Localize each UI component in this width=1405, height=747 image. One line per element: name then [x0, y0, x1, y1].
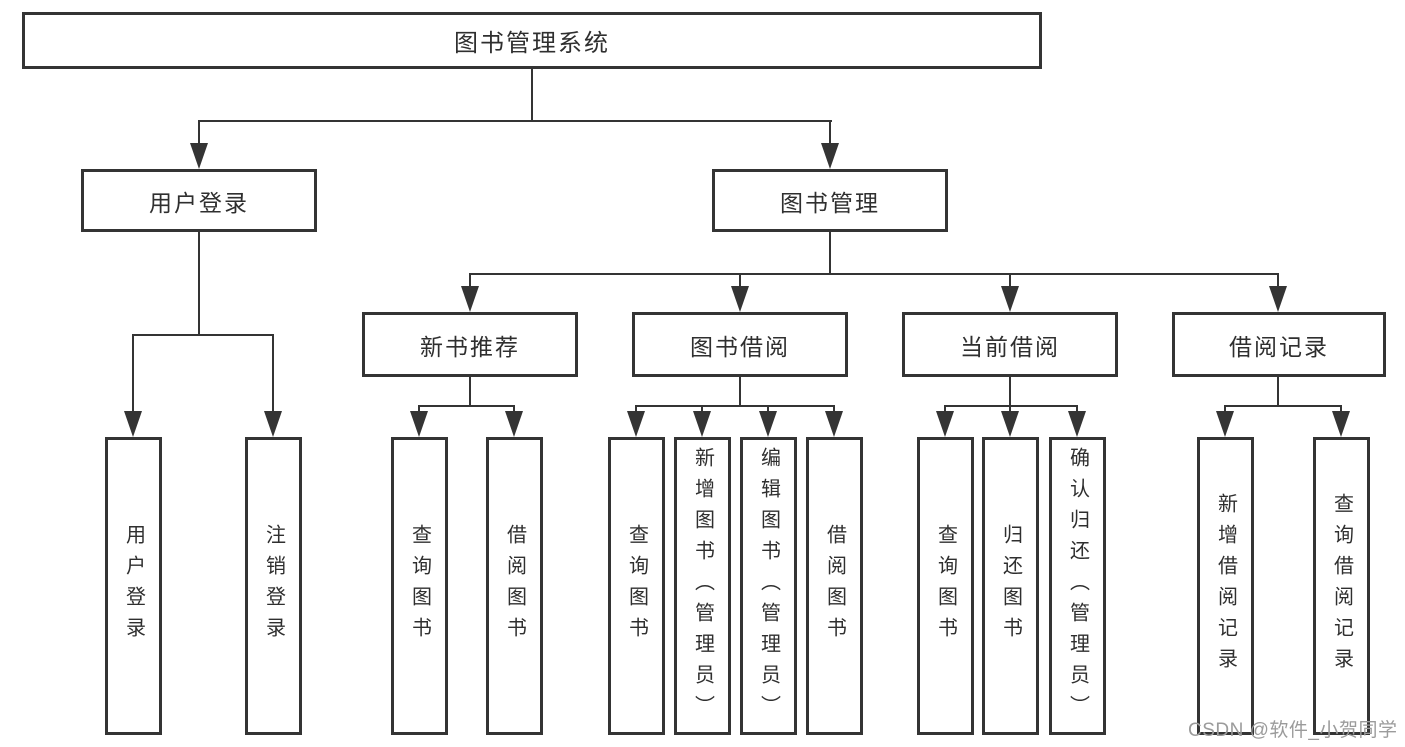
connector-drop-new-book: [469, 273, 471, 287]
arrowhead-leaf-login: [124, 411, 142, 437]
connector-book-borrow-stem: [739, 377, 741, 406]
connector-borrow-records-stem: [1277, 377, 1279, 406]
node-user-login: 用户登录: [81, 169, 317, 232]
node-book-borrow: 图书借阅: [632, 312, 848, 377]
leaf-query-book-1: 查询图书: [391, 437, 448, 735]
leaf-return-book: 归还图书: [982, 437, 1039, 735]
connector-drop-user-login: [198, 120, 200, 144]
node-borrow-records: 借阅记录: [1172, 312, 1386, 377]
leaf-edit-book-admin: 编辑图书（管理员）: [740, 437, 797, 735]
leaf-logout-label: 注销登录: [262, 524, 285, 648]
arrowhead-borrow-records: [1269, 286, 1287, 312]
connector-drop-leaf13: [1340, 405, 1342, 412]
arrowhead-leaf13: [1332, 411, 1350, 437]
leaf-query-book-2: 查询图书: [608, 437, 665, 735]
leaf-logout: 注销登录: [245, 437, 302, 735]
connector-drop-borrow-records: [1277, 273, 1279, 287]
arrowhead-user-login: [190, 143, 208, 169]
arrowhead-leaf12: [1216, 411, 1234, 437]
connector-drop-leaf10: [1009, 405, 1011, 412]
connector-new-book-stem: [469, 377, 471, 406]
node-root-system: 图书管理系统: [22, 12, 1042, 69]
connector-current-borrow-stem: [1009, 377, 1011, 406]
connector-drop-leaf3: [418, 405, 420, 412]
arrowhead-leaf3: [410, 411, 428, 437]
leaf-borrow-book-2-label: 借阅图书: [823, 524, 846, 648]
connector-level2-split: [469, 273, 1279, 275]
arrowhead-leaf4: [505, 411, 523, 437]
leaf-query-book-3-label: 查询图书: [934, 524, 957, 648]
leaf-add-borrow-record-label: 新增借阅记录: [1214, 493, 1237, 679]
connector-drop-leaf9: [944, 405, 946, 412]
connector-user-login-split: [132, 334, 274, 336]
leaf-user-login-label: 用户登录: [122, 524, 145, 648]
leaf-add-borrow-record: 新增借阅记录: [1197, 437, 1254, 735]
arrowhead-leaf11: [1068, 411, 1086, 437]
leaf-query-borrow-record-label: 查询借阅记录: [1330, 493, 1353, 679]
arrowhead-book-borrow: [731, 286, 749, 312]
connector-book-borrow-split: [635, 405, 835, 407]
leaf-borrow-book-1: 借阅图书: [486, 437, 543, 735]
leaf-query-borrow-record: 查询借阅记录: [1313, 437, 1370, 735]
connector-drop-current-borrow: [1009, 273, 1011, 287]
arrowhead-leaf8: [825, 411, 843, 437]
arrowhead-leaf5: [627, 411, 645, 437]
connector-borrow-records-split: [1224, 405, 1342, 407]
connector-drop-leaf6: [701, 405, 703, 412]
arrowhead-leaf7: [759, 411, 777, 437]
connector-drop-leaf-logout: [272, 334, 274, 411]
arrowhead-leaf10: [1001, 411, 1019, 437]
connector-drop-leaf12: [1224, 405, 1226, 412]
leaf-borrow-book-1-label: 借阅图书: [503, 524, 526, 648]
connector-new-book-split: [418, 405, 515, 407]
connector-level1-split: [198, 120, 832, 122]
arrowhead-new-book: [461, 286, 479, 312]
connector-drop-leaf11: [1076, 405, 1078, 412]
arrowhead-current-borrow: [1001, 286, 1019, 312]
leaf-return-book-label: 归还图书: [999, 524, 1022, 648]
leaf-confirm-return-admin-label: 确认归还（管理员）: [1066, 446, 1089, 726]
leaf-borrow-book-2: 借阅图书: [806, 437, 863, 735]
leaf-edit-book-admin-label: 编辑图书（管理员）: [757, 446, 780, 726]
arrowhead-leaf6: [693, 411, 711, 437]
leaf-add-book-admin: 新增图书（管理员）: [674, 437, 731, 735]
csdn-watermark: CSDN @软件_小贺同学: [1188, 720, 1398, 741]
connector-drop-leaf4: [513, 405, 515, 412]
connector-user-login-stem: [198, 232, 200, 335]
leaf-query-book-1-label: 查询图书: [408, 524, 431, 648]
connector-drop-leaf-login: [132, 334, 134, 411]
connector-drop-leaf8: [833, 405, 835, 412]
leaf-query-book-2-label: 查询图书: [625, 524, 648, 648]
arrowhead-leaf9: [936, 411, 954, 437]
leaf-add-book-admin-label: 新增图书（管理员）: [691, 446, 714, 726]
connector-book-management-stem: [829, 232, 831, 274]
node-current-borrow: 当前借阅: [902, 312, 1118, 377]
connector-drop-leaf5: [635, 405, 637, 412]
connector-drop-book-borrow: [739, 273, 741, 287]
node-new-book-recommend: 新书推荐: [362, 312, 578, 377]
leaf-confirm-return-admin: 确认归还（管理员）: [1049, 437, 1106, 735]
connector-current-borrow-split: [944, 405, 1078, 407]
leaf-query-book-3: 查询图书: [917, 437, 974, 735]
connector-root-stem: [531, 69, 533, 122]
leaf-user-login: 用户登录: [105, 437, 162, 735]
node-book-management: 图书管理: [712, 169, 948, 232]
connector-drop-book-management: [829, 120, 831, 144]
arrowhead-leaf-logout: [264, 411, 282, 437]
connector-drop-leaf7: [767, 405, 769, 412]
arrowhead-book-management: [821, 143, 839, 169]
